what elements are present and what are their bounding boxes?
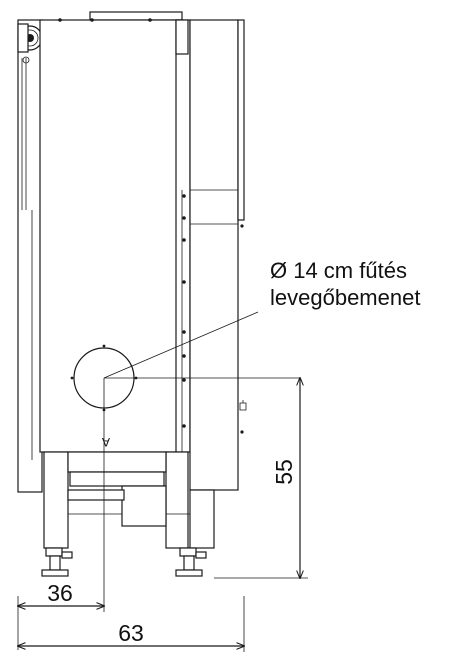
right-side-panel [189,19,247,491]
top-strip [89,11,183,21]
horizontal-dimension-outer: 63 [18,596,244,652]
base-frame [43,451,215,549]
fan-roller [17,23,43,53]
callout-line-2: levegőbemenet [270,285,420,310]
horizontal-dimension-outer-value: 63 [118,620,144,646]
vertical-dimension: 55 [214,378,308,578]
left-back-column [17,19,43,493]
marking-a: A [102,435,110,449]
horizontal-dimension-inner: 36 [18,580,104,650]
door-frame-strip [175,19,191,453]
horizontal-dimension-inner-value: 36 [47,580,73,606]
vertical-dimension-value: 55 [271,459,297,485]
centerlines [103,311,300,612]
adjustable-feet [41,547,207,577]
callout-line-1: Ø 14 cm fűtés [270,258,407,283]
